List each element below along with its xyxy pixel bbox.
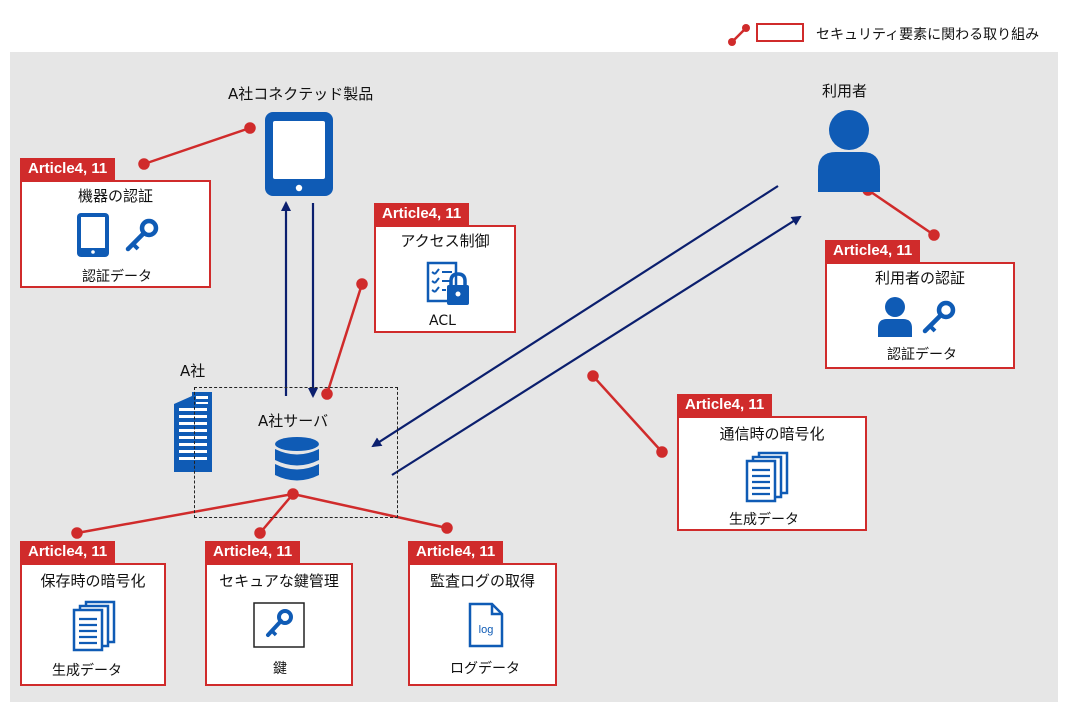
documents-icon: [72, 600, 116, 652]
server-boundary: [194, 387, 398, 518]
card-storage-encrypt: 保存時の暗号化 生成データ: [20, 563, 166, 686]
card-sub-label: 認証データ: [887, 347, 957, 363]
legend-connector-icon: [728, 24, 750, 46]
card-sub-label: ACL: [429, 313, 456, 329]
card-access-control: アクセス制御 ACL: [374, 225, 516, 333]
log-icon-label: log: [479, 624, 494, 636]
key-icon: [922, 300, 956, 334]
connector-device-auth: [143, 126, 251, 166]
article-tag: Article4, 11: [20, 541, 116, 563]
card-title: セキュアな鍵管理: [219, 572, 339, 590]
database-icon: [275, 437, 319, 481]
article-tag: Article4, 11: [205, 541, 301, 563]
checklist-lock-icon: [426, 261, 469, 305]
card-title: 保存時の暗号化: [40, 572, 146, 590]
card-sub-label: 鍵: [273, 661, 287, 677]
article-tag: Article4, 11: [825, 240, 921, 262]
card-comm-encrypt: 通信時の暗号化 生成データ: [677, 416, 867, 531]
card-title: アクセス制御: [400, 232, 490, 250]
tablet-icon: [265, 112, 333, 196]
server-label: A社サーバ: [258, 412, 329, 430]
key-box-icon: [253, 602, 305, 648]
card-audit-log: 監査ログの取得 log ログデータ: [408, 563, 557, 686]
connector-key-mgmt: [259, 493, 294, 534]
card-title: 監査ログの取得: [429, 572, 535, 590]
arrow-server-to-user: [391, 215, 802, 476]
card-sub-label: 生成データ: [52, 663, 122, 679]
connector-access-control: [325, 283, 364, 395]
card-title: 通信時の暗号化: [719, 425, 825, 443]
arrow-user-to-server: [371, 185, 779, 448]
card-title: 利用者の認証: [874, 269, 965, 287]
user-label: 利用者: [822, 82, 868, 100]
card-device-auth: 機器の認証 認証データ: [20, 180, 211, 288]
key-icon: [125, 218, 159, 252]
article-tag: Article4, 11: [677, 394, 773, 416]
legend-swatch: [756, 23, 804, 42]
card-sub-label: ログデータ: [450, 661, 520, 677]
card-sub-label: 認証データ: [82, 269, 152, 285]
user-icon: [878, 297, 912, 337]
log-file-icon: log: [468, 602, 504, 648]
connector-comm-encrypt: [592, 375, 663, 453]
card-key-mgmt: セキュアな鍵管理 鍵: [205, 563, 353, 686]
connector-user-auth: [867, 188, 935, 237]
legend-label: セキュリティ要素に関わる取り組み: [816, 27, 1040, 43]
tablet-icon: [77, 213, 109, 257]
connector-audit-log: [292, 492, 448, 530]
article-tag: Article4, 11: [408, 541, 504, 563]
building-icon: [174, 392, 212, 472]
connector-storage-encrypt: [76, 492, 294, 535]
article-tag: Article4, 11: [20, 158, 116, 180]
documents-icon: [745, 451, 789, 503]
card-user-auth: 利用者の認証 認証データ: [825, 262, 1015, 369]
company-label: A社: [180, 362, 206, 380]
card-sub-label: 生成データ: [729, 512, 799, 528]
card-title: 機器の認証: [77, 187, 153, 205]
article-tag: Article4, 11: [374, 203, 470, 225]
user-icon: [818, 110, 880, 192]
product-label: A社コネクテッド製品: [228, 85, 374, 103]
